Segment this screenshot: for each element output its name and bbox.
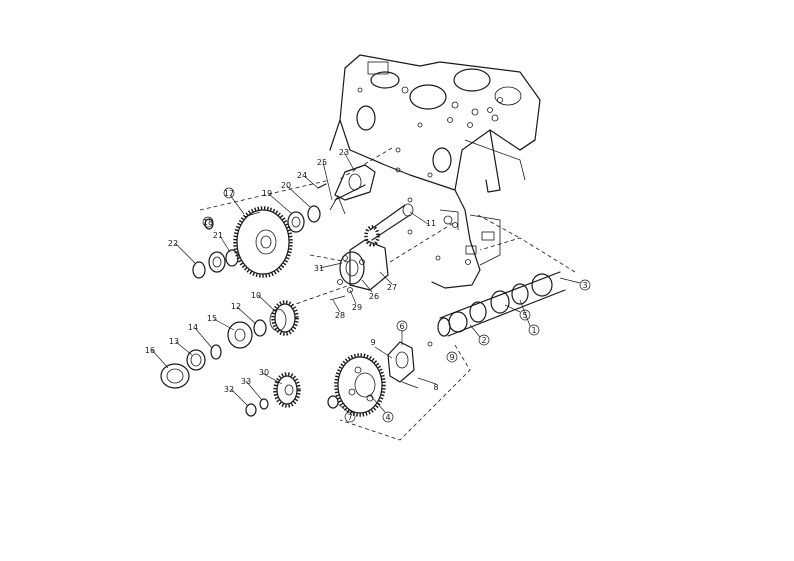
svg-text:25: 25	[317, 158, 327, 167]
callout-23: 23	[339, 148, 349, 157]
svg-text:32: 32	[224, 385, 234, 394]
svg-text:17: 17	[224, 189, 234, 198]
svg-text:12: 12	[231, 302, 241, 311]
callout-16: 16	[145, 346, 155, 355]
callout-13: 13	[169, 337, 179, 346]
callout-5: 5	[519, 309, 531, 321]
crank-gear	[160, 300, 299, 389]
svg-text:11: 11	[426, 219, 436, 228]
callout-7: 7	[344, 411, 356, 423]
svg-text:14: 14	[188, 323, 198, 332]
svg-text:9: 9	[370, 338, 375, 347]
callout-33: 33	[241, 377, 251, 386]
svg-text:9: 9	[449, 353, 454, 362]
svg-text:20: 20	[281, 181, 291, 190]
svg-text:26: 26	[369, 292, 379, 301]
idler-gear	[233, 206, 293, 278]
svg-text:15: 15	[207, 314, 217, 323]
svg-text:21: 21	[213, 231, 223, 240]
callout-30: 30	[259, 368, 269, 377]
small-gear	[245, 372, 301, 417]
callout-14: 14	[188, 323, 198, 332]
svg-text:30: 30	[259, 368, 269, 377]
svg-text:28: 28	[335, 311, 345, 320]
svg-text:23: 23	[339, 148, 349, 157]
callout-15: 15	[207, 314, 217, 323]
callout-32: 32	[224, 385, 234, 394]
assembly-lines	[199, 147, 576, 441]
callout-25: 25	[317, 158, 327, 167]
callout-18: 18	[202, 216, 214, 228]
svg-text:6: 6	[399, 322, 404, 331]
callout-10: 10	[251, 291, 261, 300]
callout-19: 19	[262, 189, 272, 198]
callout-2: 2	[478, 334, 490, 346]
callout-28: 28	[335, 311, 345, 320]
callouts: 1 2 3 4 5 6 7 8 9 9 10 11 12 13 14 15 16…	[145, 148, 591, 423]
callout-21: 21	[213, 231, 223, 240]
svg-text:22: 22	[168, 239, 178, 248]
callout-17: 17	[223, 187, 235, 199]
callout-20: 20	[281, 181, 291, 190]
svg-text:10: 10	[251, 291, 261, 300]
cam-gear	[327, 353, 386, 417]
svg-text:13: 13	[169, 337, 179, 346]
svg-text:5: 5	[522, 311, 527, 320]
svg-text:1: 1	[531, 326, 536, 335]
callout-26: 26	[369, 292, 379, 301]
svg-text:19: 19	[262, 189, 272, 198]
svg-text:27: 27	[387, 283, 397, 292]
svg-text:7: 7	[347, 413, 352, 422]
callout-12: 12	[231, 302, 241, 311]
engine-block	[329, 54, 541, 289]
callout-31: 31	[314, 264, 324, 273]
thrust-plate	[387, 341, 419, 389]
callout-9: 9	[446, 351, 458, 363]
svg-text:4: 4	[385, 413, 390, 422]
svg-text:18: 18	[203, 218, 213, 227]
callout-29: 29	[352, 303, 362, 312]
callout-4: 4	[382, 411, 394, 423]
svg-text:8: 8	[433, 383, 438, 392]
svg-text:31: 31	[314, 264, 324, 273]
callout-11: 11	[426, 219, 436, 228]
callout-24: 24	[297, 171, 307, 180]
callout-leaders	[151, 151, 581, 413]
svg-text:16: 16	[145, 346, 155, 355]
svg-text:33: 33	[241, 377, 251, 386]
svg-text:3: 3	[582, 281, 587, 290]
callout-6: 6	[396, 320, 408, 332]
svg-text:29: 29	[352, 303, 362, 312]
oil-pump	[329, 203, 414, 301]
callout-1: 1	[528, 324, 540, 336]
callout-27: 27	[387, 283, 397, 292]
svg-text:24: 24	[297, 171, 307, 180]
idler-shaft	[317, 164, 376, 215]
callout-8: 8	[433, 383, 438, 392]
idler-washers	[192, 205, 321, 279]
callout-22: 22	[168, 239, 178, 248]
camshaft	[427, 271, 566, 347]
callout-3: 3	[579, 279, 591, 291]
callout-9b: 9	[370, 338, 375, 347]
svg-text:2: 2	[481, 336, 486, 345]
